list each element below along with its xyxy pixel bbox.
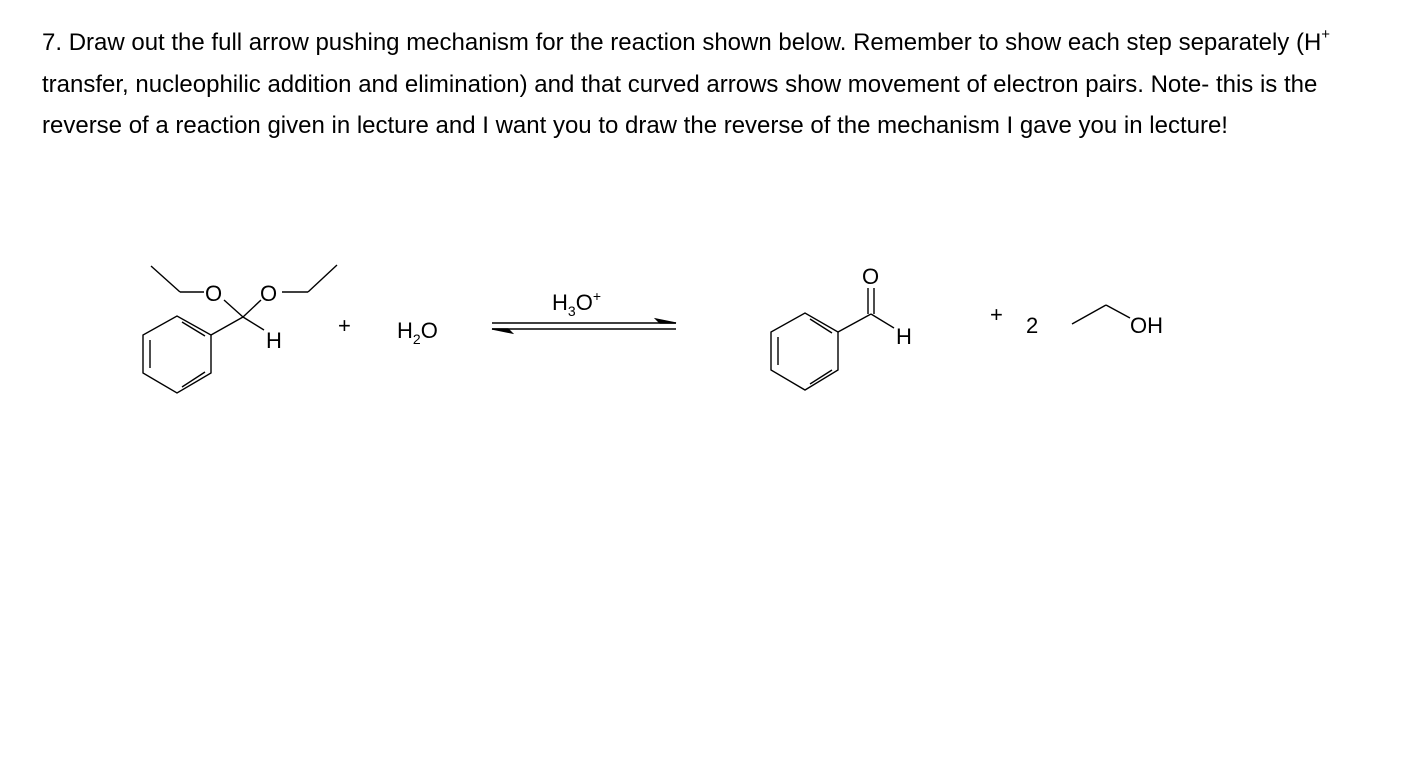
- water-formula: H2O: [397, 318, 438, 347]
- aldehyde-c-h-bond: [870, 313, 895, 329]
- acetal-benzene-ring: [142, 315, 212, 394]
- acetal-ethyl1-bond: [150, 265, 181, 293]
- benzaldehyde-ring-inner-bond: [809, 318, 833, 334]
- ethanol-structure: [1071, 304, 1131, 325]
- acetal-oxygen-right: O: [260, 281, 277, 306]
- benzaldehyde-ring-carbonyl-bond: [837, 313, 872, 333]
- acetal-oxygen-left: O: [205, 281, 222, 306]
- catalyst-formula: H3O+: [552, 288, 601, 319]
- ethanol-cc-bond: [1071, 304, 1107, 325]
- acetal-hydrogen: H: [266, 328, 282, 353]
- plus-sign-reactants: +: [338, 313, 351, 338]
- acetal-ring-inner-bond: [181, 321, 206, 337]
- question-text: 7. Draw out the full arrow pushing mecha…: [42, 22, 1382, 147]
- question-superscript: +: [1321, 26, 1331, 43]
- equilibrium-arrow: [491, 317, 677, 335]
- benzaldehyde-ring-inner-bond: [809, 369, 833, 385]
- question-body-part1: Draw out the full arrow pushing mechanis…: [68, 29, 1322, 56]
- ethanol-co-bond: [1105, 304, 1131, 319]
- benzaldehyde-structure: [770, 288, 895, 391]
- question-body-part2: transfer, nucleophilic addition and elim…: [42, 70, 1318, 140]
- acetal-c-h-bond: [242, 316, 265, 331]
- acetal-c-o1-bond: [223, 299, 244, 318]
- acetal-c-o2-bond: [242, 299, 262, 318]
- benzaldehyde-benzene-ring: [770, 312, 839, 391]
- question-number: 7.: [42, 29, 63, 56]
- plus-sign-products: +: [990, 302, 1003, 327]
- acetal-ring-carbon-bond: [210, 316, 244, 336]
- acetal-ethyl2-bond: [307, 264, 338, 293]
- acetal-ring-inner-bond: [181, 371, 206, 388]
- ethanol-hydroxyl: OH: [1130, 313, 1163, 338]
- benzaldehyde-oxygen: O: [862, 264, 879, 289]
- benzaldehyde-hydrogen: H: [896, 324, 912, 349]
- acetal-structure: [142, 264, 338, 394]
- ethanol-coefficient: 2: [1026, 313, 1038, 338]
